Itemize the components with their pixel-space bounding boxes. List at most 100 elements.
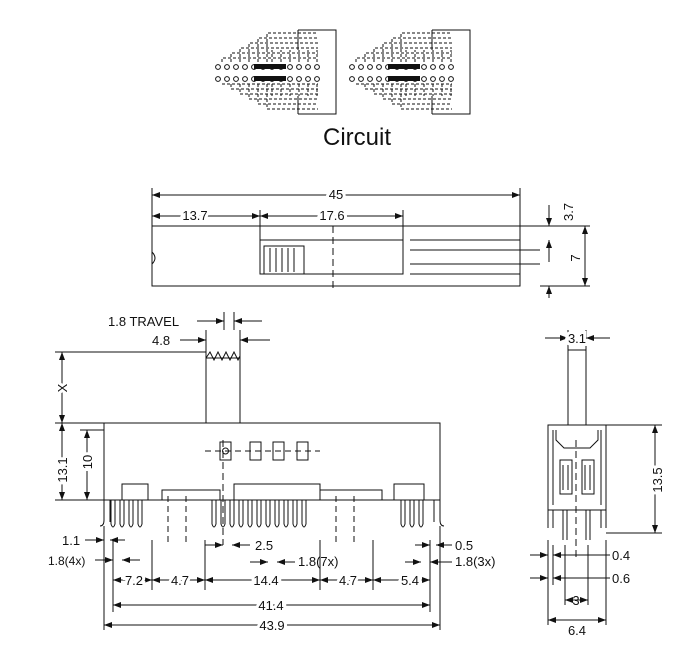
dim-overall-length: 45 bbox=[329, 187, 343, 202]
contact-circle bbox=[305, 64, 311, 70]
side-view-body bbox=[547, 424, 607, 511]
circuit-left-half bbox=[215, 29, 337, 115]
top-view bbox=[151, 188, 590, 298]
terminal-pin bbox=[400, 500, 406, 528]
terminal-pin bbox=[283, 500, 289, 528]
dim-gap-left: 7.2 bbox=[125, 573, 143, 588]
terminal-pin bbox=[128, 500, 134, 528]
actuator-break-line bbox=[205, 350, 241, 362]
terminal-pin bbox=[418, 500, 424, 528]
contact-circle bbox=[448, 76, 454, 82]
terminal-pin bbox=[229, 500, 235, 528]
terminal-pin bbox=[211, 500, 217, 528]
dim-pitch-7x: 1.8(7x) bbox=[298, 554, 338, 569]
dim-pin-span: 41.4 bbox=[258, 598, 283, 613]
dim-edge-left: 1.1 bbox=[62, 533, 80, 548]
contact-circle bbox=[358, 64, 364, 70]
dim-actuator-thickness: 3.1 bbox=[568, 331, 586, 346]
dim-left-offset: 13.7 bbox=[182, 208, 207, 223]
terminal-pin bbox=[247, 500, 253, 528]
contact-bar bbox=[254, 64, 286, 69]
contact-circle bbox=[349, 64, 355, 70]
circuit-title: Circuit bbox=[323, 124, 391, 151]
contact-bar bbox=[388, 76, 420, 81]
contact-circle bbox=[305, 76, 311, 82]
contact-circle bbox=[358, 76, 364, 82]
contact-circle bbox=[367, 64, 373, 70]
contact-circle bbox=[376, 64, 382, 70]
contact-circle bbox=[233, 64, 239, 70]
dim-pitch-3x: 1.8(3x) bbox=[455, 554, 495, 569]
dim-pin-width: 0.5 bbox=[455, 538, 473, 553]
dim-overall-depth: 6.4 bbox=[568, 623, 586, 638]
dim-top-body-height: 7 bbox=[568, 254, 583, 261]
contact-circle bbox=[421, 76, 427, 82]
dim-center-pitch: 2.5 bbox=[255, 538, 273, 553]
contact-circle bbox=[421, 64, 427, 70]
top-view-slider bbox=[263, 245, 305, 275]
dim-front-body-height: 13.1 bbox=[55, 457, 70, 482]
front-view bbox=[55, 312, 452, 630]
dim-slider-span: 17.6 bbox=[319, 208, 344, 223]
dim-pin-offset: 10 bbox=[80, 455, 95, 469]
contact-circle bbox=[215, 64, 221, 70]
terminal-pin bbox=[238, 500, 244, 528]
dim-pin-thickness: 0.4 bbox=[612, 548, 630, 563]
terminal-pin bbox=[409, 500, 415, 528]
contact-circle bbox=[233, 76, 239, 82]
terminal-pin bbox=[265, 500, 271, 528]
terminal-pin bbox=[119, 500, 125, 528]
top-view-notch bbox=[151, 251, 156, 265]
circuit-right-half bbox=[349, 29, 471, 115]
contact-circle bbox=[448, 64, 454, 70]
dim-actuator-width: 4.8 bbox=[152, 333, 170, 348]
contact-circle bbox=[367, 76, 373, 82]
dim-travel: 1.8 TRAVEL bbox=[108, 314, 179, 329]
contact-circle bbox=[314, 76, 320, 82]
contact-bar bbox=[388, 64, 420, 69]
dim-side-body-height: 13.5 bbox=[650, 467, 665, 492]
contact-bar bbox=[254, 76, 286, 81]
contact-circle bbox=[224, 76, 230, 82]
contact-circle bbox=[296, 64, 302, 70]
contact-circle bbox=[242, 64, 248, 70]
contact-circle bbox=[430, 64, 436, 70]
top-view-slot bbox=[259, 239, 404, 275]
dim-overall-width: 43.9 bbox=[259, 618, 284, 633]
dim-slider-height: 3.7 bbox=[561, 203, 576, 221]
dim-gap-right: 5.4 bbox=[401, 573, 419, 588]
terminal-pin bbox=[292, 500, 298, 528]
dim-pitch-4x: 1.8(4x) bbox=[48, 554, 85, 568]
dim-actuator-height: X bbox=[55, 383, 70, 392]
dim-pin-spacing: 3 bbox=[572, 593, 579, 608]
terminal-pin bbox=[274, 500, 280, 528]
contact-circle bbox=[296, 76, 302, 82]
front-view-pins bbox=[110, 500, 424, 528]
contact-circle bbox=[287, 64, 293, 70]
contact-circle bbox=[349, 76, 355, 82]
contact-circle bbox=[287, 76, 293, 82]
dim-side-pin-offset: 0.6 bbox=[612, 571, 630, 586]
top-view-body bbox=[151, 225, 521, 287]
dim-group-pitch-left: 4.7 bbox=[171, 573, 189, 588]
contact-circle bbox=[430, 76, 436, 82]
circuit-diagram bbox=[215, 29, 471, 115]
contact-circle bbox=[439, 76, 445, 82]
terminal-pin bbox=[220, 500, 226, 528]
terminal-pin bbox=[301, 500, 307, 528]
terminal-pin bbox=[256, 500, 262, 528]
contact-circle bbox=[376, 76, 382, 82]
contact-circle bbox=[224, 64, 230, 70]
dim-center-span: 14.4 bbox=[253, 573, 278, 588]
side-view-actuator bbox=[567, 349, 587, 426]
contact-circle bbox=[314, 64, 320, 70]
contact-circle bbox=[215, 76, 221, 82]
contact-circle bbox=[242, 76, 248, 82]
front-view-body bbox=[103, 422, 441, 501]
dim-group-pitch-right: 4.7 bbox=[339, 573, 357, 588]
contact-circle bbox=[439, 64, 445, 70]
window-3 bbox=[272, 441, 285, 461]
side-view bbox=[530, 330, 662, 625]
